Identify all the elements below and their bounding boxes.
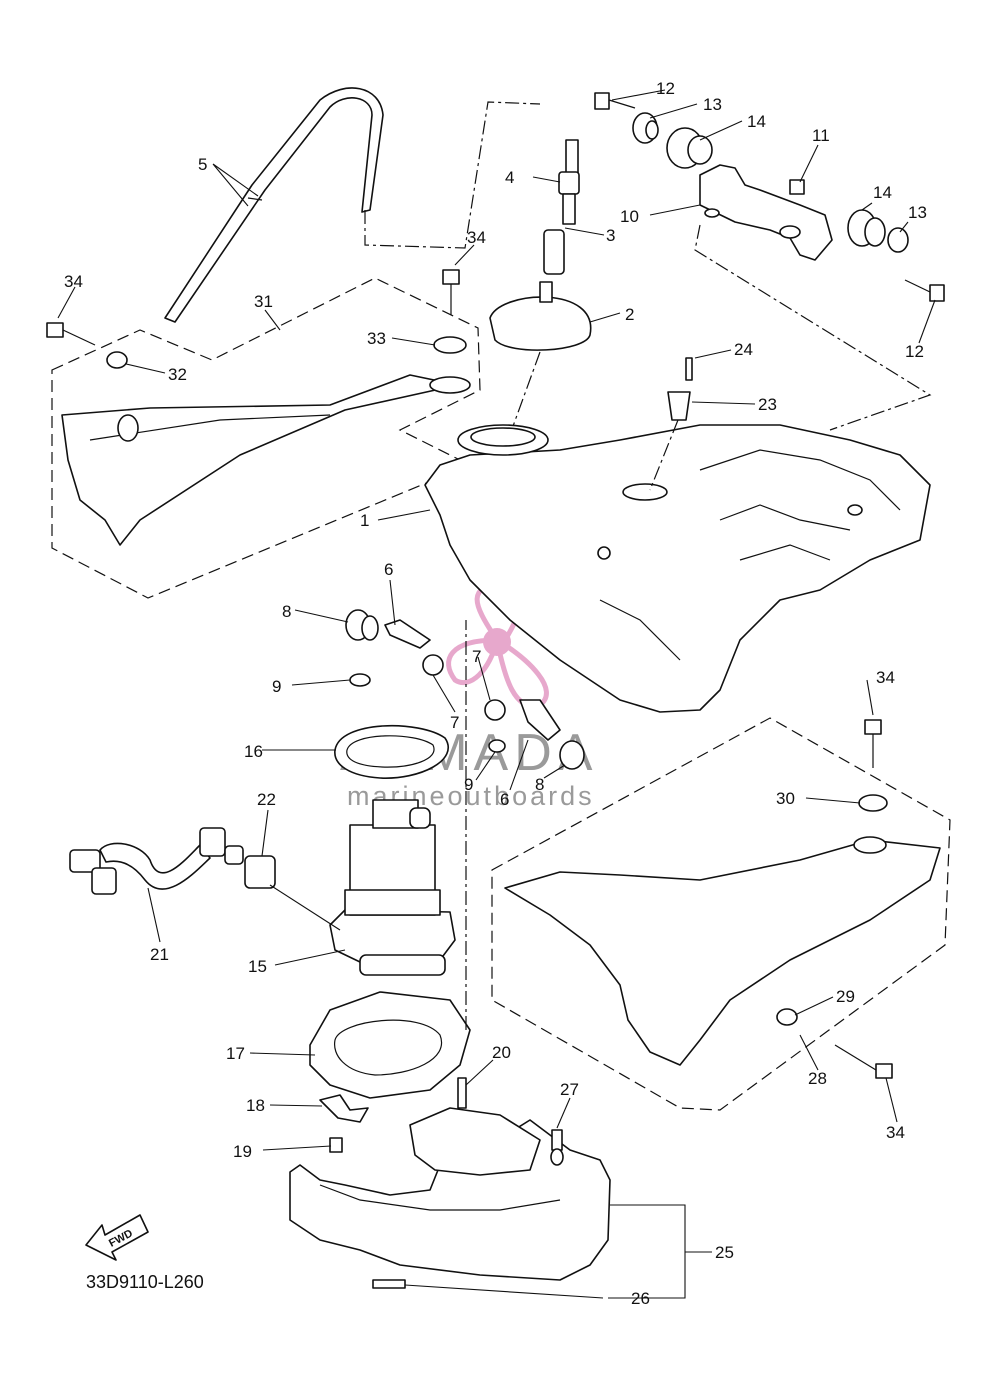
- callout-1: 1: [360, 511, 369, 530]
- part-30-grommet: [858, 794, 888, 812]
- callout-2: 2: [625, 305, 634, 324]
- callout-31: 31: [254, 292, 273, 311]
- callout-9a: 9: [272, 677, 281, 696]
- callout-27: 27: [560, 1080, 579, 1099]
- part-7-collar-right: [484, 699, 506, 721]
- part-6-bracket-left: [384, 619, 431, 649]
- part-34-bolt-top-left: [46, 322, 96, 346]
- callout-34a: 34: [64, 272, 83, 291]
- callout-18: 18: [246, 1096, 265, 1115]
- callout-7a: 7: [450, 713, 459, 732]
- callout-6a: 6: [384, 560, 393, 579]
- callout-8b: 8: [535, 775, 544, 794]
- part-33-grommet: [429, 336, 471, 394]
- part-20-bolt: [457, 1077, 467, 1109]
- callout-22: 22: [257, 790, 276, 809]
- callout-14a: 14: [747, 112, 766, 131]
- callout-29: 29: [836, 987, 855, 1006]
- part-14-damper-right: [847, 209, 886, 247]
- part-8-damper-left: [345, 609, 379, 641]
- part-9-bolt-left: [349, 673, 371, 687]
- part-24-screw: [685, 357, 693, 381]
- part-13-collar-upper: [632, 112, 659, 144]
- part-12-bolt-right: [904, 279, 945, 302]
- part-17-plate: [309, 991, 471, 1099]
- part-27-clip: [550, 1129, 564, 1166]
- callout-13b: 13: [908, 203, 927, 222]
- callout-33: 33: [367, 329, 386, 348]
- callout-5: 5: [198, 155, 207, 174]
- callout-labels: 1 2 3 4 5 6 6 7 7 8 8 9 9 10 11 12 12 13…: [64, 79, 927, 1308]
- part-22-connector: [244, 855, 276, 889]
- part-31-group-box: [51, 277, 481, 599]
- part-10-tank-bracket: [699, 164, 833, 261]
- callout-21: 21: [150, 945, 169, 964]
- callout-20: 20: [492, 1043, 511, 1062]
- callout-28: 28: [808, 1069, 827, 1088]
- callout-30: 30: [776, 789, 795, 808]
- callout-32: 32: [168, 365, 187, 384]
- part-21-fuel-hose: [69, 827, 244, 895]
- part-11-bolt: [789, 179, 805, 195]
- part-13-collar-right: [887, 227, 909, 253]
- callout-12b: 12: [905, 342, 924, 361]
- part-31-side-cover-left: [61, 374, 459, 546]
- part-32-damper: [106, 351, 128, 369]
- part-4-breather-valve: [558, 139, 580, 225]
- callout-19: 19: [233, 1142, 252, 1161]
- callout-13a: 13: [703, 95, 722, 114]
- part-9-bolt-right: [488, 739, 506, 753]
- diagram-code: 33D9110-L260: [86, 1272, 204, 1292]
- callout-17: 17: [226, 1044, 245, 1063]
- part-7-collar-left: [422, 654, 444, 676]
- part-8-damper-right: [559, 740, 585, 770]
- part-26-pad: [372, 1279, 406, 1289]
- part-34-bolt-right-lower: [834, 1044, 893, 1079]
- part-28-group-box: [491, 717, 951, 1111]
- part-28-side-cover-right: [504, 836, 941, 1066]
- part-2-fuel-cap: [489, 281, 592, 351]
- callout-15: 15: [248, 957, 267, 976]
- part-34-bolt-right-upper: [864, 719, 882, 768]
- callout-7b: 7: [472, 647, 481, 666]
- part-23-collar: [667, 391, 691, 421]
- part-12-bolt-upper: [594, 92, 636, 110]
- part-16-gasket: [334, 724, 449, 779]
- callout-3: 3: [606, 226, 615, 245]
- part-14-damper-upper: [666, 127, 713, 169]
- callout-25: 25: [715, 1243, 734, 1262]
- callout-26: 26: [631, 1289, 650, 1308]
- callout-34c: 34: [876, 668, 895, 687]
- part-29-damper: [776, 1008, 798, 1026]
- callout-34b: 34: [467, 228, 486, 247]
- part-25-tank-guard: [289, 1107, 611, 1281]
- callout-24: 24: [734, 340, 753, 359]
- leader-lines: [57, 89, 936, 1299]
- part-15-fuel-pump: [329, 799, 456, 976]
- callout-10: 10: [620, 207, 639, 226]
- callout-9b: 9: [464, 775, 473, 794]
- callout-8a: 8: [282, 602, 291, 621]
- part-3-breather-tube: [543, 229, 565, 275]
- callout-16: 16: [244, 742, 263, 761]
- part-34-bolt-top-center: [442, 269, 460, 315]
- callout-4: 4: [505, 168, 514, 187]
- part-1-fuel-tank: [424, 424, 931, 713]
- callout-23: 23: [758, 395, 777, 414]
- part-5-breather-hose: [164, 87, 384, 323]
- fwd-arrow-icon: FWD: [85, 1214, 149, 1261]
- callout-14b: 14: [873, 183, 892, 202]
- callout-6b: 6: [500, 790, 509, 809]
- part-6-bracket-right: [519, 699, 561, 741]
- callout-34d: 34: [886, 1123, 905, 1142]
- callout-12a: 12: [656, 79, 675, 98]
- part-19-screw: [329, 1137, 343, 1153]
- callout-11: 11: [812, 126, 830, 145]
- part-18-clamp: [319, 1094, 369, 1123]
